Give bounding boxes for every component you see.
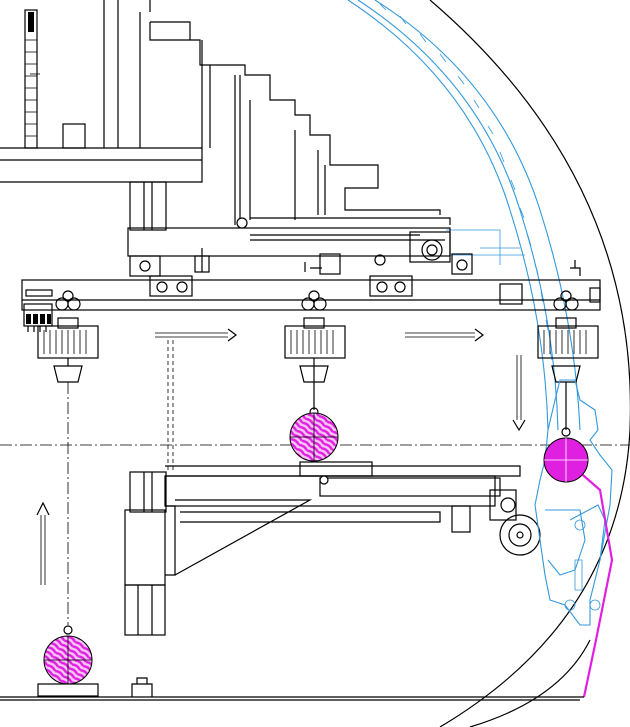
floor	[0, 677, 584, 701]
hoist-trolley-2	[284, 290, 346, 400]
main-rail	[21, 279, 601, 311]
control-box	[23, 303, 53, 332]
blue-machinery-outline	[534, 379, 613, 626]
hoist-trolley-1	[37, 290, 99, 383]
left-ladder-column	[24, 9, 40, 149]
magenta-rope	[567, 461, 614, 698]
load-ball-right	[543, 427, 589, 483]
arrow-right-1	[155, 328, 237, 342]
upper-deck-structure	[0, 0, 441, 231]
hoist-trolley-3	[537, 290, 599, 430]
arrow-right-2	[405, 328, 484, 342]
load-ball-lower-left	[37, 625, 99, 697]
dashed-guide	[167, 340, 174, 470]
lower-support-structure	[124, 461, 541, 636]
outer-hull-curve	[429, 0, 630, 727]
load-ball-center	[289, 400, 339, 462]
upper-carriage	[127, 217, 581, 297]
arrow-up	[36, 501, 50, 585]
blue-drum-outline	[347, 0, 581, 431]
arrow-down	[512, 355, 526, 432]
small-block	[62, 123, 86, 149]
